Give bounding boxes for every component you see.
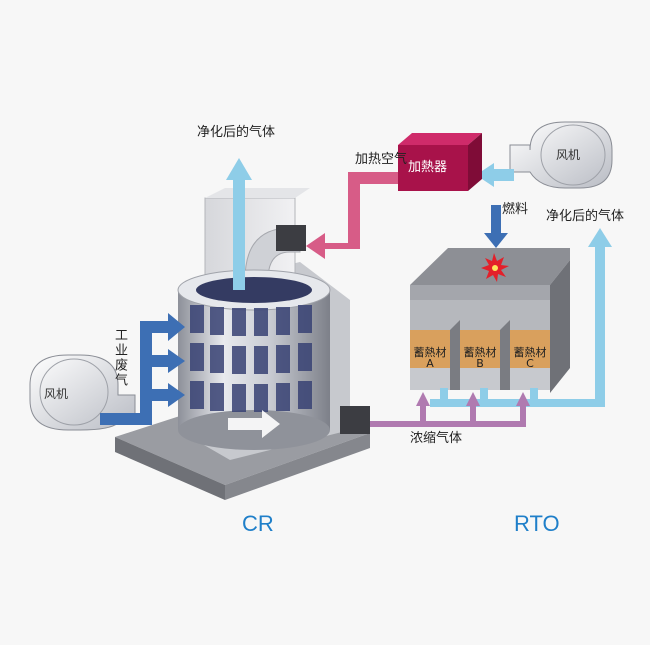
rto-unit: [410, 248, 570, 393]
fuel-label: 燃料: [502, 202, 529, 217]
left-fan: [29, 354, 136, 431]
bed-a-label: 蓄熱材 A: [410, 347, 450, 369]
industrial-exhaust-label: 工业废气: [112, 328, 127, 388]
concentrated-gas-label: 浓缩气体: [410, 431, 463, 446]
cr-title: CR: [242, 511, 274, 536]
industrial-exhaust-arrows: [100, 313, 185, 425]
cr-clean-gas-arrow: [226, 158, 252, 290]
concentrated-gas-arrow: [370, 392, 530, 427]
cr-rotor-cylinder: [177, 269, 331, 450]
bed-b-id: B: [476, 357, 484, 370]
rotation-arrow: [228, 410, 280, 438]
heating-air-arrow: [306, 172, 398, 259]
cr-outlet-label: 净化后的气体: [197, 125, 276, 140]
left-fan-label: 风机: [44, 387, 69, 401]
fuel-arrow: [484, 205, 508, 248]
cr-concentrate-flange: [340, 406, 370, 434]
bed-a-name: 蓄熱材: [413, 346, 447, 359]
fan-to-heater-arrow: [476, 163, 514, 187]
bed-c-id: C: [526, 357, 534, 370]
bed-b-name: 蓄熱材: [463, 346, 497, 359]
bed-b-label: 蓄熱材 B: [460, 347, 500, 369]
heating-air-label: 加热空气: [355, 152, 408, 167]
rto-title: RTO: [514, 511, 560, 536]
bed-a-id: A: [426, 357, 434, 370]
top-fan-label: 风机: [556, 148, 581, 162]
heater: [398, 133, 482, 191]
top-fan: [509, 121, 613, 189]
rto-outlet-label: 净化后的气体: [546, 209, 625, 224]
heater-label: 加熱器: [408, 160, 448, 175]
cr-outlet-flange: [276, 225, 306, 251]
bed-c-label: 蓄熱材 C: [510, 347, 550, 369]
bed-c-name: 蓄熱材: [513, 346, 547, 359]
